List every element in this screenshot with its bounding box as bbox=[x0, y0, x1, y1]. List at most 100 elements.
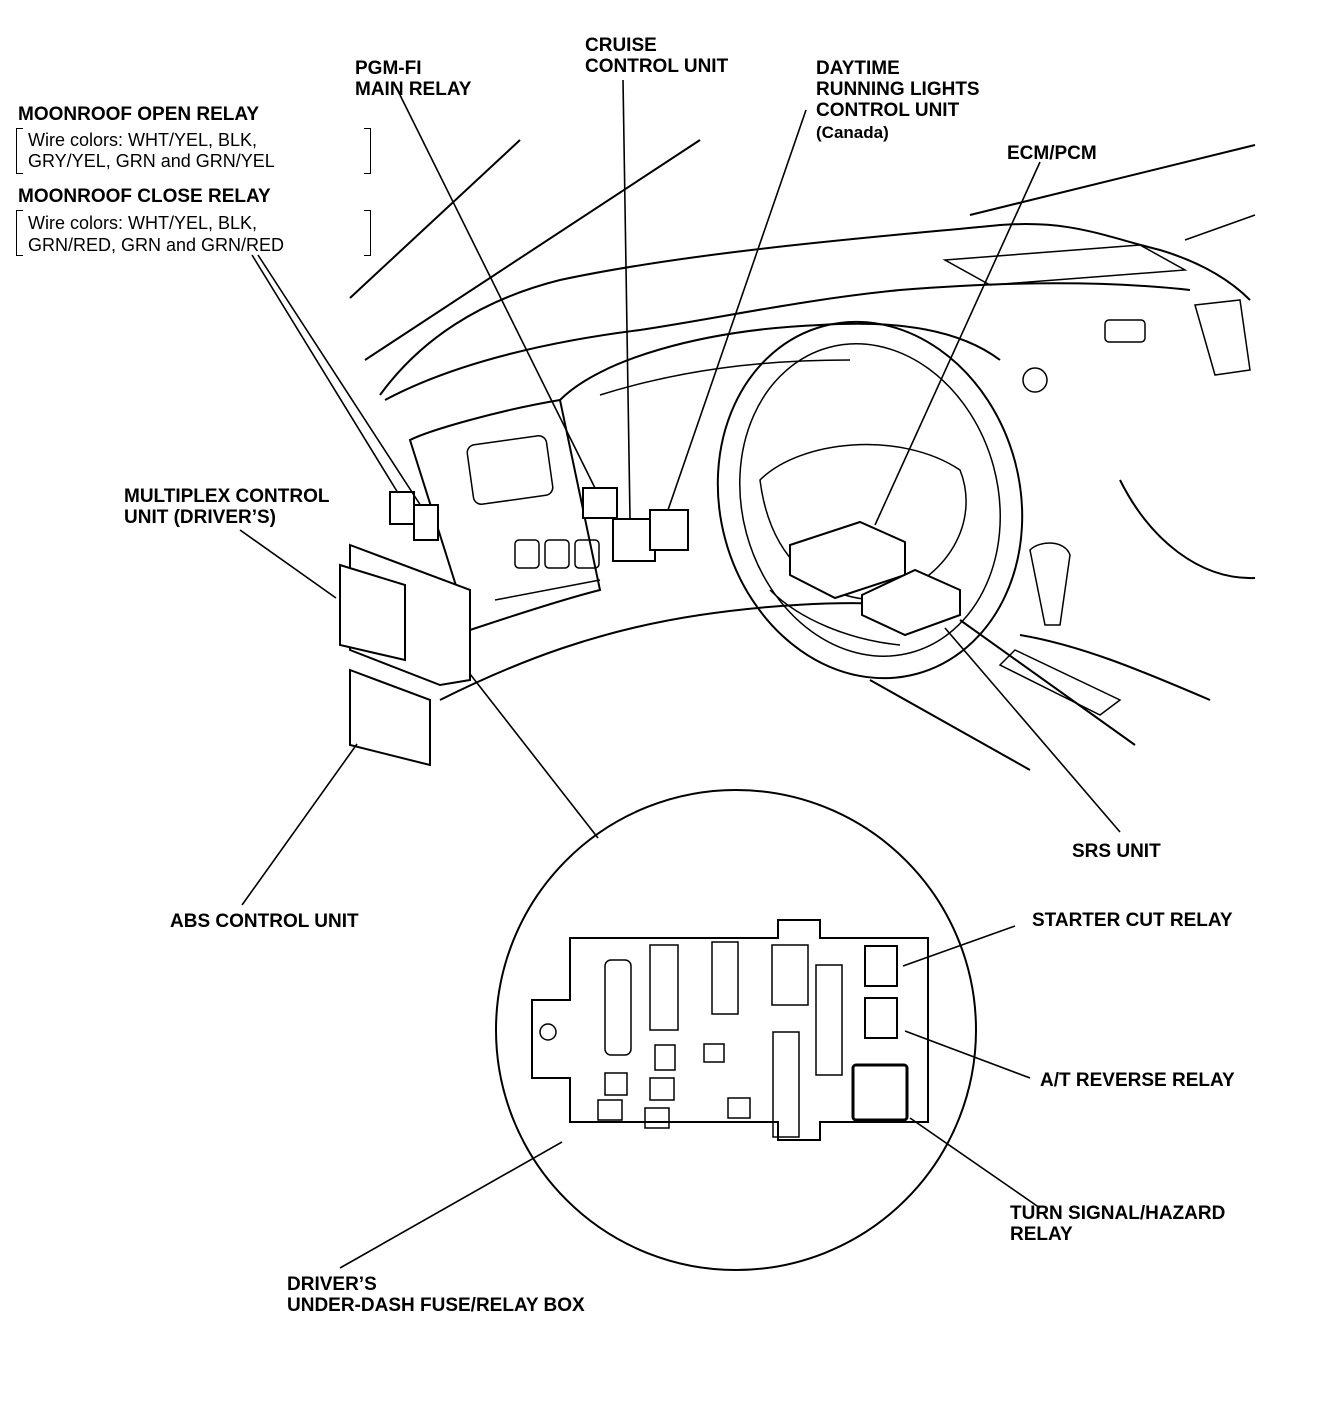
drl-label-line4: (Canada) bbox=[816, 123, 889, 142]
fuse-slot bbox=[597, 1099, 623, 1121]
fuse-slot bbox=[649, 944, 679, 1031]
leader-moonroof-open bbox=[251, 254, 399, 494]
moonroof-open-relay bbox=[389, 491, 415, 525]
fuse-box-outline bbox=[531, 919, 929, 1141]
bracket-left bbox=[16, 128, 23, 174]
dash-knob bbox=[1022, 367, 1048, 393]
abs-control-unit bbox=[349, 668, 431, 767]
cluster-inner bbox=[599, 359, 851, 396]
fuse-slot bbox=[771, 944, 809, 1006]
cruise-label-line2: CONTROL UNIT bbox=[585, 56, 729, 77]
dash-right-edge bbox=[1184, 214, 1256, 241]
leader-pgm-fi bbox=[399, 94, 596, 489]
leader-multiplex bbox=[239, 529, 337, 599]
steering-wheel-inner bbox=[739, 343, 1001, 657]
dash-top-outline bbox=[379, 223, 1251, 396]
leader-abs bbox=[241, 743, 358, 906]
ecm-pcm-label: ECM/PCM bbox=[1007, 143, 1097, 164]
cluster-hood bbox=[559, 322, 1001, 401]
srs-label: SRS UNIT bbox=[1072, 841, 1161, 862]
right-vent bbox=[1194, 299, 1251, 376]
cruise-label-line1: CRUISE bbox=[585, 35, 657, 56]
fuse-slot bbox=[772, 1031, 800, 1138]
moonroof-close-wires-line2: GRN/RED, GRN and GRN/RED bbox=[28, 235, 285, 255]
lower-dash bbox=[439, 602, 901, 701]
stack-knob bbox=[574, 539, 600, 569]
fuse-slot bbox=[815, 964, 843, 1076]
fuse-slot bbox=[649, 1077, 675, 1101]
pgm-fi-label-line1: PGM-FI bbox=[355, 58, 422, 79]
moonroof-open-relay-label: MOONROOF OPEN RELAY bbox=[18, 104, 260, 125]
dash-button bbox=[1104, 319, 1146, 343]
leader-fuse-box bbox=[469, 673, 599, 839]
dash-vent-top bbox=[942, 244, 1188, 286]
stack-slot bbox=[494, 579, 601, 601]
fuse-slot bbox=[703, 1043, 725, 1063]
moonroof-close-relay bbox=[413, 504, 439, 541]
cruise-control-unit bbox=[612, 518, 656, 562]
leader-fuse-box-inset bbox=[339, 1141, 563, 1269]
center-stack bbox=[408, 398, 602, 632]
moonroof-close-wires-line1: Wire colors: WHT/YEL, BLK, bbox=[28, 213, 258, 233]
windshield-line bbox=[364, 139, 701, 361]
fuse-slot bbox=[604, 1072, 628, 1096]
daytime-running-lights-unit bbox=[649, 509, 689, 551]
drl-label-line1: DAYTIME bbox=[816, 58, 900, 79]
leader-turn-signal bbox=[909, 1117, 1041, 1209]
fuse-box-label-line1: DRIVER’S bbox=[287, 1274, 377, 1295]
fuse-box-label-line2: UNDER-DASH FUSE/RELAY BOX bbox=[287, 1295, 585, 1316]
leader-moonroof-close bbox=[257, 254, 422, 507]
windshield-line bbox=[969, 144, 1256, 216]
at-reverse-relay-label: A/T REVERSE RELAY bbox=[1040, 1070, 1235, 1091]
fuse-slot bbox=[727, 1097, 751, 1119]
stack-vent bbox=[466, 435, 554, 505]
windshield-line bbox=[349, 139, 521, 299]
stack-knob bbox=[514, 539, 540, 569]
stack-knob bbox=[544, 539, 570, 569]
dash-crown bbox=[384, 282, 1191, 401]
turn-signal-label-line1: TURN SIGNAL/HAZARD bbox=[1010, 1203, 1226, 1224]
leader-ecm bbox=[874, 161, 1041, 526]
moonroof-close-relay-label: MOONROOF CLOSE RELAY bbox=[18, 186, 271, 207]
fuse-slot bbox=[604, 959, 632, 1056]
multiplex-label-line1: MULTIPLEX CONTROL bbox=[124, 486, 330, 507]
multiplex-control-unit-front bbox=[339, 563, 406, 662]
console-line bbox=[959, 619, 1136, 746]
moonroof-open-wires-line1: Wire colors: WHT/YEL, BLK, bbox=[28, 130, 258, 150]
multiplex-label-line2: UNIT (DRIVER’S) bbox=[124, 507, 276, 528]
leader-srs bbox=[944, 627, 1121, 833]
srs-unit bbox=[861, 568, 961, 637]
turn-signal-label-line2: RELAY bbox=[1010, 1224, 1073, 1245]
bracket-right bbox=[364, 128, 371, 174]
lower-dash-right bbox=[1019, 634, 1211, 701]
gear-knob bbox=[1029, 542, 1071, 626]
fuse-slot bbox=[654, 1044, 676, 1071]
bracket-left bbox=[16, 210, 23, 256]
starter-cut-relay-label: STARTER CUT RELAY bbox=[1032, 910, 1233, 931]
turn-signal-hazard-relay bbox=[851, 1063, 909, 1122]
moonroof-open-wires-line2: GRY/YEL, GRN and GRN/YEL bbox=[28, 151, 275, 171]
steering-spoke bbox=[769, 589, 901, 646]
zoom-circle bbox=[495, 789, 977, 1271]
leader-at-reverse bbox=[904, 1030, 1031, 1079]
bracket-right bbox=[364, 210, 371, 256]
pgm-fi-main-relay bbox=[582, 487, 618, 519]
starter-cut-relay bbox=[864, 945, 898, 987]
abs-label: ABS CONTROL UNIT bbox=[170, 911, 359, 932]
fuse-box-mount-hole bbox=[539, 1023, 557, 1041]
leader-starter-cut bbox=[902, 925, 1016, 967]
knee-line bbox=[869, 679, 1031, 771]
fuse-slot bbox=[644, 1107, 670, 1129]
drl-label-line3: CONTROL UNIT bbox=[816, 100, 960, 121]
steering-wheel-rim bbox=[716, 320, 1024, 680]
gear-gate bbox=[998, 649, 1122, 716]
pgm-fi-label-line2: MAIN RELAY bbox=[355, 79, 472, 100]
at-reverse-relay bbox=[864, 997, 898, 1039]
drl-label-line2: RUNNING LIGHTS bbox=[816, 79, 980, 100]
door-curve bbox=[1119, 479, 1256, 580]
fuse-slot bbox=[711, 941, 739, 1015]
leader-drl bbox=[667, 109, 807, 511]
leader-cruise bbox=[622, 79, 631, 519]
